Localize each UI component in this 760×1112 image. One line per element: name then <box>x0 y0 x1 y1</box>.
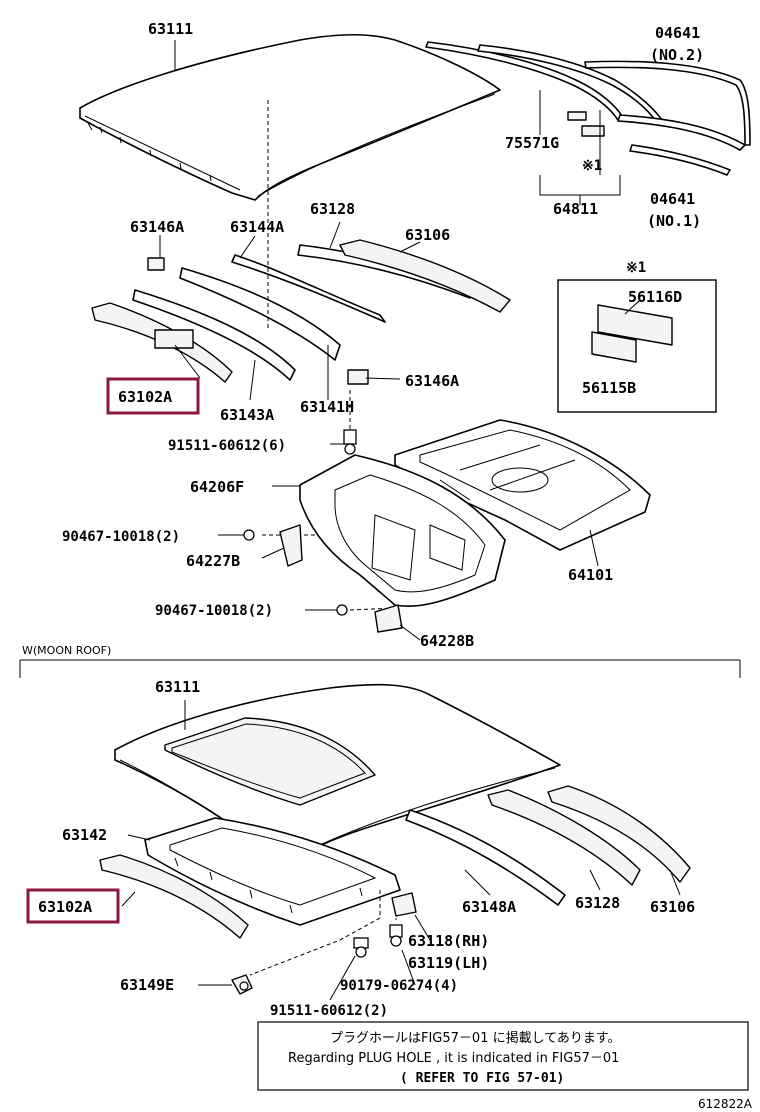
label-63148a: 63148A <box>462 898 516 916</box>
label-04641-no2-a: 04641 <box>655 24 700 42</box>
rear-partition-panel <box>279 454 506 633</box>
label-ref1-a: ※1 <box>582 158 602 174</box>
label-04641-no1-b: (NO.1) <box>647 212 701 230</box>
label-63143a: 63143A <box>220 406 274 424</box>
roof-drip-moldings <box>425 41 751 205</box>
label-63149e: 63149E <box>120 976 174 994</box>
label-63144a: 63144A <box>230 218 284 236</box>
label-63118: 63118(RH) <box>408 932 489 950</box>
roof-reinforcements-lower <box>405 785 691 906</box>
fasteners-lower <box>231 892 417 995</box>
label-56115b: 56115B <box>582 379 636 397</box>
label-63128-bottom: 63128 <box>575 894 620 912</box>
roof-panel-top <box>79 33 501 201</box>
reference-box <box>557 279 717 413</box>
leaders-upper <box>159 40 599 641</box>
label-91511-2: 91511-60612(2) <box>270 1003 388 1019</box>
label-64206f: 64206F <box>190 478 244 496</box>
label-63111-bottom: 63111 <box>155 678 200 696</box>
note-line-2: Regarding PLUG HOLE , it is indicated in… <box>288 1051 619 1066</box>
label-63119: 63119(LH) <box>408 954 489 972</box>
label-63142: 63142 <box>62 826 107 844</box>
label-64811: 64811 <box>553 200 598 218</box>
label-90467-b: 90467-10018(2) <box>155 603 273 619</box>
leaders-lower <box>121 700 681 1001</box>
fasteners-upper <box>243 429 357 616</box>
label-63111-top: 63111 <box>148 20 193 38</box>
highlight-63102a-bottom <box>26 888 120 924</box>
dashed-guides-lower <box>249 890 397 976</box>
label-75571g: 75571G <box>505 134 559 152</box>
sunroof-frame <box>144 817 401 926</box>
label-63146a-right: 63146A <box>405 372 459 390</box>
label-90179: 90179-06274(4) <box>340 978 458 994</box>
moon-roof-section-divider <box>19 659 741 678</box>
label-04641-no2-b: (NO.2) <box>650 46 704 64</box>
note-line-1: プラグホールはFIG57－01 に掲載してあります。 <box>330 1030 621 1046</box>
label-91511-6: 91511-60612(6) <box>168 438 286 454</box>
label-63128-top: 63128 <box>310 200 355 218</box>
label-56116d: 56116D <box>628 288 682 306</box>
highlight-63102a-top <box>106 377 200 415</box>
label-63102a-top: 63102A <box>118 388 172 406</box>
label-ref1-box: ※1 <box>626 260 646 276</box>
note-box <box>257 1021 749 1091</box>
label-63146a-left: 63146A <box>130 218 184 236</box>
note-line-3: ( REFER TO FIG 57-01) <box>400 1071 564 1086</box>
front-header-panel-lower <box>99 854 249 939</box>
label-90467-a: 90467-10018(2) <box>62 529 180 545</box>
roof-panel-moonroof <box>114 683 561 861</box>
label-64227b: 64227B <box>186 552 240 570</box>
section-header: W(MOON ROOF) <box>22 644 111 657</box>
label-04641-no1-a: 04641 <box>650 190 695 208</box>
label-63141h: 63141H <box>300 398 354 416</box>
label-64228b: 64228B <box>420 632 474 650</box>
label-64101: 64101 <box>568 566 613 584</box>
figure-id: 612822A <box>698 1097 753 1111</box>
label-63102a-bottom: 63102A <box>38 898 92 916</box>
label-63106-bottom: 63106 <box>650 898 695 916</box>
roof-reinforcements-upper <box>91 239 511 385</box>
label-63106-top: 63106 <box>405 226 450 244</box>
